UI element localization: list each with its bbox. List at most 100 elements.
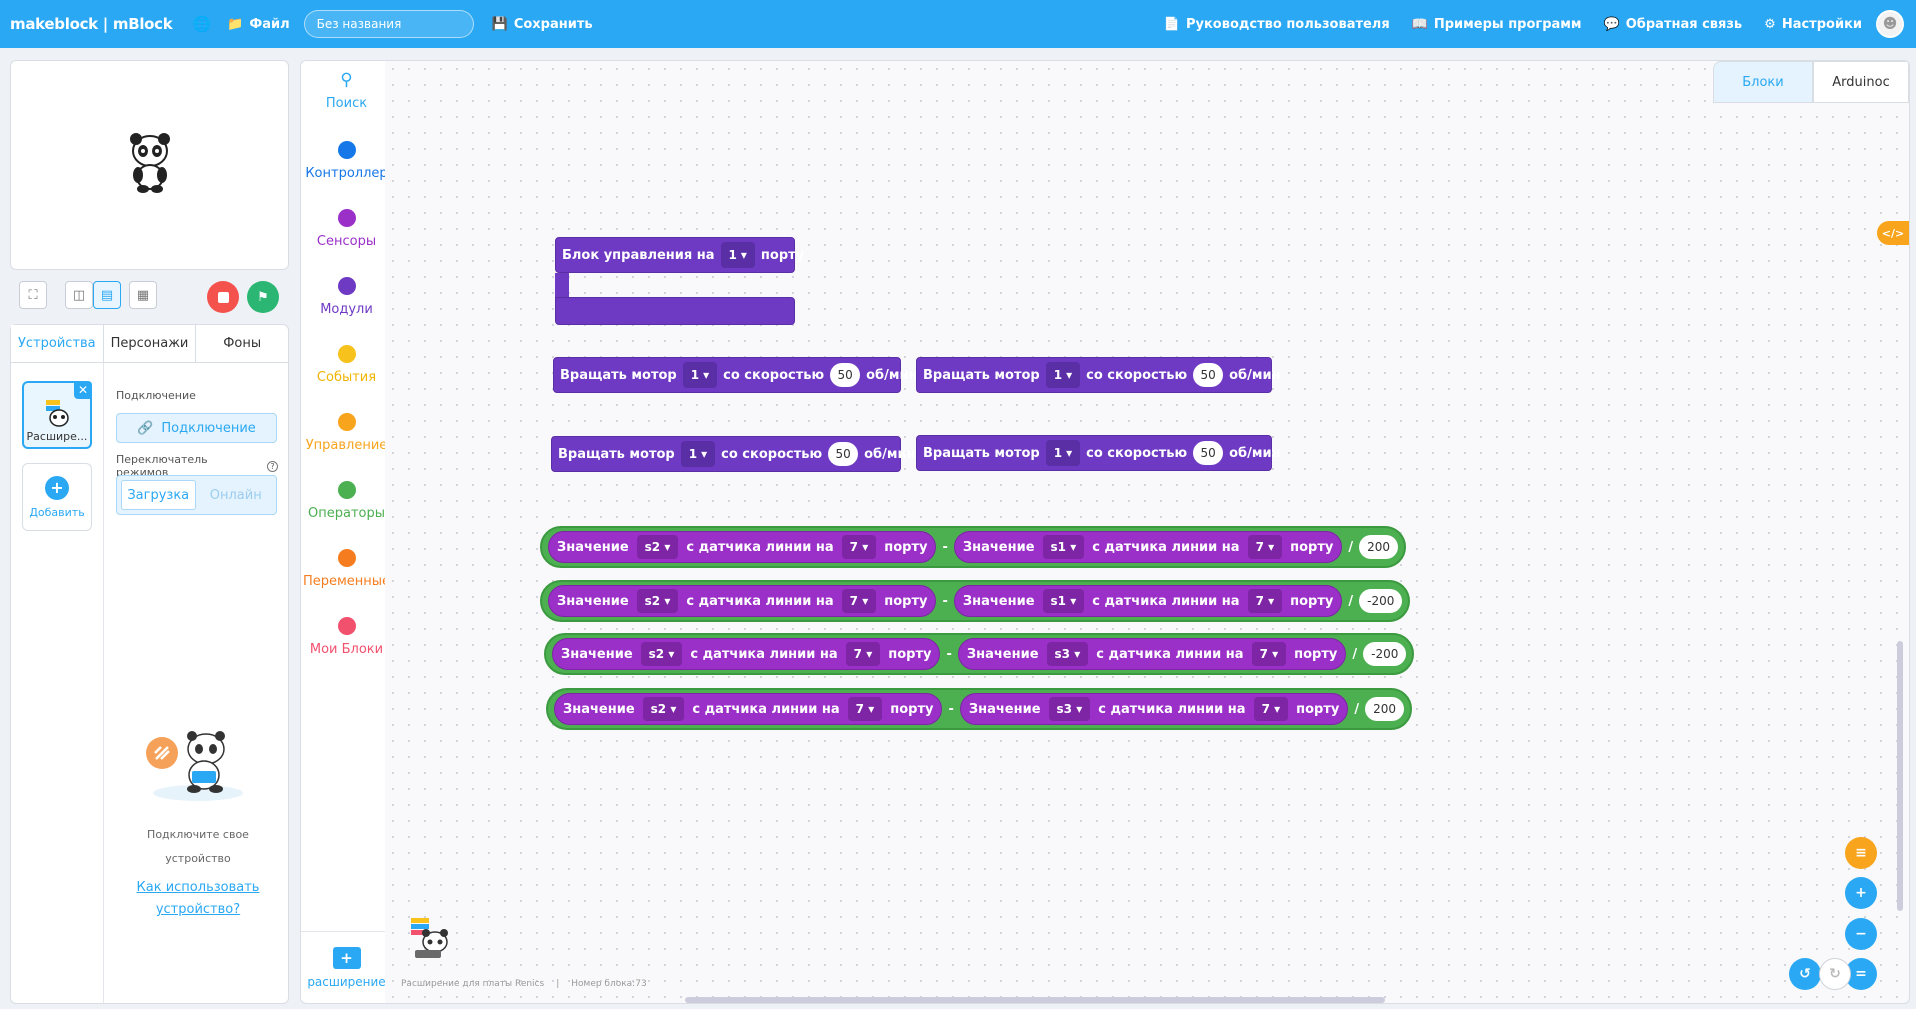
motor-block[interactable]: Вращать мотор 1▾ со скоростью 50 об/мин <box>553 357 918 393</box>
number-input[interactable]: 200 <box>1359 535 1399 559</box>
speed-input[interactable]: 50 <box>828 442 859 466</box>
port-dropdown[interactable]: 7 ▾ <box>1253 697 1289 721</box>
normal-stage-icon[interactable]: ▤ <box>93 281 121 309</box>
operator-block[interactable]: Значение s2 ▾ с датчика линии на 7 ▾ пор… <box>544 633 1415 675</box>
small-stage-icon[interactable]: ◫ <box>65 281 93 309</box>
mode-online-option[interactable]: Онлайн <box>209 487 262 503</box>
undo-icon[interactable]: ↺ <box>1789 958 1821 990</box>
number-input[interactable]: 200 <box>1365 697 1405 721</box>
tab-arduinoc[interactable]: Arduinoc <box>1813 61 1909 103</box>
port-dropdown[interactable]: 7 ▾ <box>1247 535 1283 559</box>
language-globe-icon[interactable]: 🌐 <box>192 15 212 33</box>
fullscreen-icon[interactable]: ⛶ <box>19 281 47 309</box>
save-button[interactable]: 💾 Сохранить <box>492 17 593 32</box>
help-link[interactable]: Как использовать устройство? <box>116 877 280 921</box>
category-events[interactable]: События <box>301 345 392 385</box>
port-dropdown[interactable]: 1▾ <box>680 441 716 467</box>
operator-block[interactable]: Значение s2 ▾ с датчика линии на 7 ▾ пор… <box>546 688 1413 730</box>
category-variables[interactable]: Переменные <box>301 549 392 589</box>
sensor-mid-label: с датчика линии на <box>1092 593 1240 609</box>
port-dropdown[interactable]: 7 ▾ <box>841 535 877 559</box>
speed-input[interactable]: 50 <box>830 363 861 387</box>
sensor-reporter[interactable]: Значение s1 ▾ с датчика линии на 7 ▾ пор… <box>953 531 1343 563</box>
code-toggle-icon[interactable]: </> <box>1877 221 1909 245</box>
feedback-link[interactable]: 💬 Обратная связь <box>1604 17 1743 32</box>
sensor-dropdown[interactable]: s1 ▾ <box>1042 589 1085 613</box>
mode-switch: Загрузка Онлайн <box>116 475 277 515</box>
examples-link[interactable]: 📖 Примеры программ <box>1412 17 1582 32</box>
tab-devices[interactable]: Устройства <box>11 325 104 362</box>
operator-block[interactable]: Значение s2 ▾ с датчика линии на 7 ▾ пор… <box>540 580 1411 622</box>
category-modules[interactable]: Модули <box>301 277 392 317</box>
help-icon[interactable]: ? <box>267 460 278 472</box>
tab-backdrops[interactable]: Фоны <box>223 336 262 351</box>
sensor-reporter[interactable]: Значение s2 ▾ с датчика линии на 7 ▾ пор… <box>548 531 937 563</box>
collapse-blocks-icon[interactable]: ≡ <box>1845 837 1877 869</box>
port-dropdown[interactable]: 7 ▾ <box>845 642 881 666</box>
help-link-line-1[interactable]: Как использовать <box>136 880 260 895</box>
redo-icon[interactable]: ↻ <box>1819 958 1851 990</box>
vertical-scrollbar[interactable] <box>1897 641 1903 911</box>
motor-block[interactable]: Вращать мотор 1▾ со скоростью 50 об/мин <box>916 357 1281 393</box>
app-logo[interactable]: makeblock | mBlock <box>10 15 173 33</box>
sensor-dropdown[interactable]: s3 ▾ <box>1046 642 1089 666</box>
project-title-input[interactable] <box>303 10 474 38</box>
tab-sprites[interactable]: Персонажи <box>104 325 197 362</box>
help-link-line-2[interactable]: устройство? <box>155 902 241 917</box>
settings-menu[interactable]: ⚙ Настройки <box>1764 17 1862 32</box>
user-avatar[interactable]: ☻ <box>1876 10 1904 38</box>
go-flag-button[interactable]: ⚑ <box>247 281 279 313</box>
number-input[interactable]: -200 <box>1363 642 1407 666</box>
tab-blocks[interactable]: Блоки <box>1713 61 1813 103</box>
port-dropdown[interactable]: 1▾ <box>682 362 718 388</box>
port-dropdown[interactable]: 7 ▾ <box>1251 642 1287 666</box>
category-sensors[interactable]: Сенсоры <box>301 209 392 249</box>
sensor-dropdown[interactable]: s1 ▾ <box>1042 535 1085 559</box>
sensor-reporter[interactable]: Значение s2 ▾ с датчика линии на 7 ▾ пор… <box>554 693 943 725</box>
script-workspace[interactable]: Блоки Arduinoc </> Блок управления на 1▾… <box>385 60 1910 1004</box>
sensor-dropdown[interactable]: s2 ▾ <box>640 642 683 666</box>
motor-block[interactable]: Вращать мотор 1▾ со скоростью 50 об/мин <box>551 436 916 472</box>
category-operators[interactable]: Операторы <box>301 481 392 521</box>
zoom-out-icon[interactable]: − <box>1845 918 1877 950</box>
horizontal-scrollbar[interactable] <box>685 997 1385 1003</box>
sensor-reporter[interactable]: Значение s1 ▾ с датчика линии на 7 ▾ пор… <box>953 585 1343 617</box>
grid-view-icon[interactable]: ▦ <box>129 281 157 309</box>
speed-input[interactable]: 50 <box>1193 363 1224 387</box>
category-control[interactable]: Управление <box>301 413 392 453</box>
stop-button[interactable] <box>207 281 239 313</box>
control-block-header[interactable]: Блок управления на 1▾ порту <box>555 237 804 273</box>
operator-block[interactable]: Значение s2 ▾ с датчика линии на 7 ▾ пор… <box>540 526 1407 568</box>
panda-sprite[interactable] <box>126 131 174 193</box>
port-dropdown[interactable]: 7 ▾ <box>1247 589 1283 613</box>
port-dropdown[interactable]: 7 ▾ <box>841 589 877 613</box>
sensor-dropdown[interactable]: s2 ▾ <box>642 697 685 721</box>
user-guide-link[interactable]: 📄 Руководство пользователя <box>1164 17 1390 32</box>
extension-button[interactable]: + расширение <box>301 931 392 1003</box>
close-icon[interactable]: ✕ <box>74 381 92 399</box>
sensor-dropdown[interactable]: s2 ▾ <box>636 535 679 559</box>
number-input[interactable]: -200 <box>1359 589 1403 613</box>
category-my-blocks[interactable]: Мои Блоки <box>301 617 392 657</box>
add-device-button[interactable]: + Добавить <box>22 463 92 531</box>
sensor-reporter[interactable]: Значение s3 ▾ с датчика линии на 7 ▾ пор… <box>959 693 1349 725</box>
speed-input[interactable]: 50 <box>1193 441 1224 465</box>
control-block[interactable]: Блок управления на 1▾ порту <box>555 237 804 333</box>
sensor-reporter[interactable]: Значение s3 ▾ с датчика линии на 7 ▾ пор… <box>957 638 1347 670</box>
mode-upload-option[interactable]: Загрузка <box>121 480 196 510</box>
sensor-dropdown[interactable]: s3 ▾ <box>1048 697 1091 721</box>
port-dropdown[interactable]: 1▾ <box>720 242 755 268</box>
sensor-dropdown[interactable]: s2 ▾ <box>636 589 679 613</box>
connect-button[interactable]: 🔗 Подключение <box>116 413 277 443</box>
motor-block[interactable]: Вращать мотор 1▾ со скоростью 50 об/мин <box>916 435 1281 471</box>
port-dropdown[interactable]: 7 ▾ <box>847 697 883 721</box>
zoom-in-icon[interactable]: + <box>1845 877 1877 909</box>
sensor-reporter[interactable]: Значение s2 ▾ с датчика линии на 7 ▾ пор… <box>552 638 941 670</box>
category-search[interactable]: ⚲ Поиск <box>301 71 392 111</box>
port-dropdown[interactable]: 1▾ <box>1045 440 1081 466</box>
sensor-reporter[interactable]: Значение s2 ▾ с датчика линии на 7 ▾ пор… <box>548 585 937 617</box>
port-dropdown[interactable]: 1▾ <box>1045 362 1081 388</box>
file-menu[interactable]: 📁 Файл <box>227 17 289 32</box>
category-controller[interactable]: Контроллер <box>301 141 392 181</box>
device-card[interactable]: Расшире... ✕ <box>22 381 92 449</box>
